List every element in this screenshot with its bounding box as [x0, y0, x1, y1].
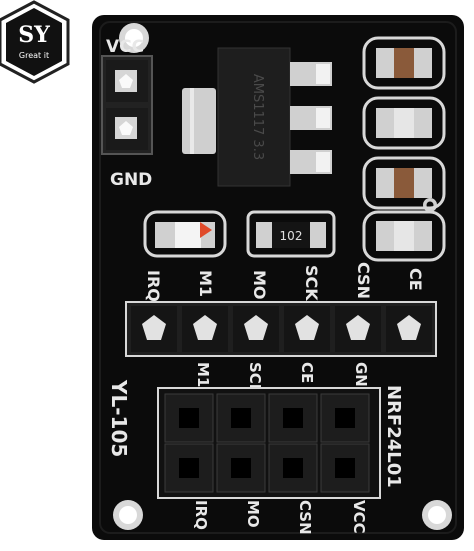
header-pin-3 — [233, 306, 279, 352]
header-pin-1 — [131, 306, 177, 352]
resistor-code: 102 — [280, 229, 303, 243]
logo-hexagon-icon: SY Great it — [0, 0, 70, 84]
label-mo-top: MO — [250, 270, 269, 300]
label-sck-top: SCK — [302, 265, 321, 301]
label-m1-bottom: M1 — [194, 362, 212, 387]
top-pin-labels: IRQ M1 MO SCK CSN CE — [144, 262, 425, 302]
capacitor-c4 — [362, 210, 446, 262]
header-pin-vcc — [115, 70, 137, 92]
label-irq-top: IRQ — [144, 270, 163, 302]
vcc-label: VCC — [106, 37, 144, 57]
logo-text: SY — [18, 22, 50, 48]
header-pin-5 — [335, 306, 381, 352]
label-mo-socket: MO — [244, 500, 262, 528]
voltage-regulator: AMS1117 3.3 — [182, 47, 332, 187]
label-m1-top: M1 — [196, 270, 215, 297]
mounting-hole-bottom-left — [113, 500, 143, 530]
status-led — [143, 210, 227, 258]
resistor-102: 102 — [246, 210, 336, 258]
label-csn-socket: CSN — [296, 500, 314, 535]
mounting-hole-top-left — [119, 23, 149, 53]
label-csn-top: CSN — [354, 262, 373, 299]
header-pin-6 — [386, 306, 432, 352]
capacitor-c3 — [362, 156, 446, 210]
label-ce-bottom: CE — [298, 362, 316, 383]
power-header — [101, 55, 153, 155]
gnd-label: GND — [110, 170, 152, 190]
mounting-hole-bottom-right — [422, 500, 452, 530]
logo-tagline: Great it — [19, 51, 49, 60]
label-irq-socket: IRQ — [192, 500, 210, 530]
label-ce-top: CE — [406, 268, 425, 291]
regulator-marking: AMS1117 3.3 — [250, 74, 265, 160]
nrf24l01-socket — [157, 387, 381, 499]
module-label: NRF24L01 — [383, 385, 404, 488]
header-pin-gnd — [115, 117, 137, 139]
socket-bottom-labels: IRQ MO CSN VCC — [192, 500, 368, 535]
header-pin-4 — [284, 306, 330, 352]
capacitor-c2 — [362, 96, 446, 150]
via-hole — [423, 198, 437, 212]
model-label: YL-105 — [107, 379, 131, 457]
label-vcc-socket: VCC — [350, 500, 368, 534]
spi-pin-header — [125, 301, 437, 357]
header-pin-2 — [182, 306, 228, 352]
capacitor-c1 — [362, 36, 446, 90]
